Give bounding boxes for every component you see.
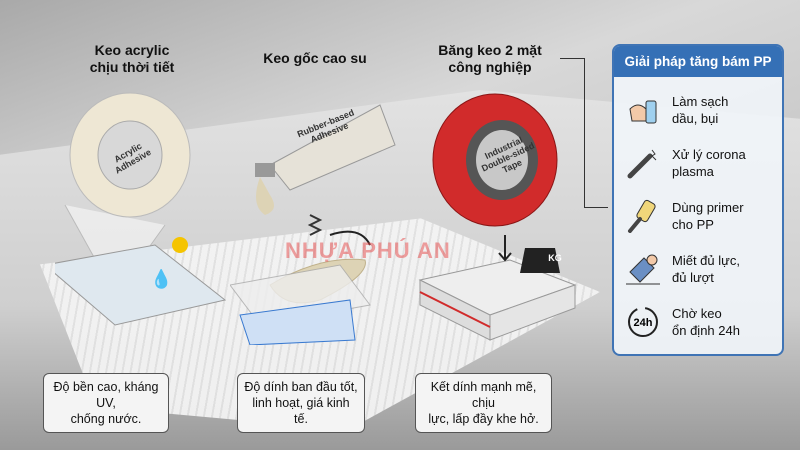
- title-line: Băng keo 2 mặt: [438, 42, 542, 58]
- caption-rubber: Độ dính ban đầu tốt, linh hoạt, giá kinh …: [237, 373, 365, 433]
- acrylic-tape-illustration: 💧: [55, 92, 227, 326]
- double-sided-tape-illustration: [418, 93, 577, 341]
- weight-icon: [520, 248, 560, 273]
- step-text: plasma: [672, 163, 714, 179]
- caption-line: Độ bền cao, kháng UV,: [53, 380, 159, 410]
- step-text: Chờ keo: [672, 305, 722, 321]
- connector-line: [560, 58, 584, 59]
- squeegee-hand-icon: [624, 250, 662, 288]
- rubber-adhesive-tube-illustration: [230, 104, 396, 345]
- title-line: Keo gốc cao su: [263, 50, 367, 66]
- sun-icon: [172, 237, 188, 253]
- connector-arrow: [584, 207, 608, 208]
- caption-tape: Kết dính mạnh mẽ, chịu lực, lấp đầy khe h…: [415, 373, 552, 433]
- caption-line: linh hoạt, giá kinh tế.: [252, 396, 350, 426]
- step-text: Dùng primer: [672, 199, 744, 215]
- product-title-rubber: Keo gốc cao su: [255, 50, 375, 67]
- step-text: ổn định 24h: [672, 322, 740, 338]
- title-line: Keo acrylic: [94, 42, 170, 58]
- svg-text:24h: 24h: [634, 317, 653, 329]
- spring-icon: [307, 214, 323, 236]
- weight-label: KG: [548, 253, 562, 263]
- step-text: đủ lượt: [672, 269, 714, 285]
- paint-roller-icon: [624, 197, 662, 235]
- step-text: Xử lý corona: [672, 146, 746, 162]
- step-text: Làm sạch: [672, 93, 729, 109]
- water-drop-icon: 💧: [150, 268, 172, 289]
- title-line: công nghiệp: [448, 59, 532, 75]
- watermark-logo: NHỰA PHÚ AN: [285, 238, 451, 263]
- step-press: Miết đủ lực,đủ lượt: [614, 242, 782, 295]
- connector-line: [584, 58, 585, 208]
- caption-acrylic: Độ bền cao, kháng UV, chống nước.: [43, 373, 169, 433]
- caption-line: lực, lấp đầy khe hở.: [428, 412, 539, 426]
- down-arrow-icon: [498, 235, 512, 262]
- curved-arrow-icon: [329, 230, 371, 246]
- caption-line: chống nước.: [70, 412, 142, 426]
- caption-line: Kết dính mạnh mẽ, chịu: [430, 380, 537, 410]
- cleaning-spray-icon: [624, 91, 662, 129]
- panel-title: Giải pháp tăng bám PP: [614, 46, 782, 77]
- step-text: dầu, bụi: [672, 110, 719, 126]
- title-line: chịu thời tiết: [89, 59, 175, 75]
- caption-line: Độ dính ban đầu tốt,: [244, 380, 358, 394]
- corona-plasma-wand-icon: [624, 144, 662, 182]
- step-text: cho PP: [672, 216, 714, 232]
- 24h-clock-icon: 24h: [624, 303, 662, 341]
- step-text: Miết đủ lực,: [672, 252, 740, 268]
